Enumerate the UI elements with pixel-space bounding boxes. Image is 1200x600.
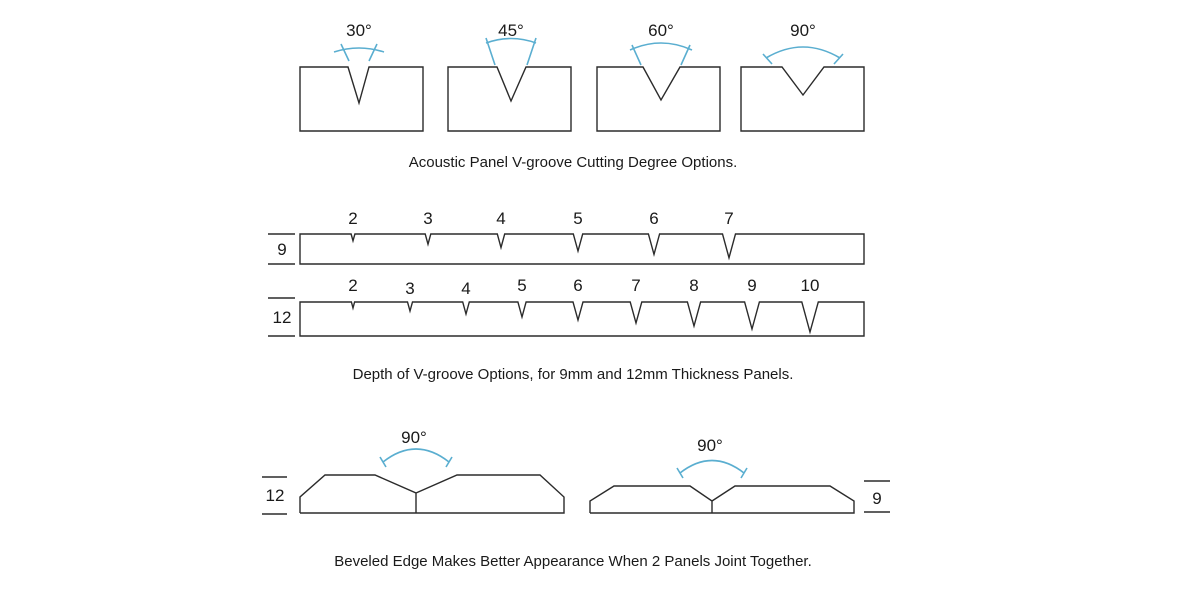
- depth-options-section: 9 12 Depth of V-groove Options, for 9mm …: [268, 209, 865, 383]
- bevel-joint-12: 90° 12: [262, 428, 565, 515]
- grooved-panel-12mm: [299, 301, 865, 337]
- groove-depth-label: 4: [496, 209, 505, 228]
- angle-options-caption: Acoustic Panel V-groove Cutting Degree O…: [409, 154, 738, 171]
- angle-label: 45°: [498, 21, 524, 40]
- angle-label: 60°: [648, 21, 674, 40]
- thickness-label-12: 12: [273, 308, 292, 327]
- thickness-marker-12: [268, 297, 295, 337]
- bevel-angle-label: 90°: [401, 428, 427, 447]
- groove-depth-label: 3: [405, 279, 414, 298]
- angle-panel-30: 30°: [299, 21, 424, 132]
- thickness-marker-9: [268, 233, 295, 265]
- bevel-edges-section: 90° 12 90° 9 Beveled Edge Makes Better A…: [262, 428, 890, 570]
- grooved-panel-9mm: [299, 233, 865, 265]
- bevel-joint-9: 90° 9: [589, 436, 890, 514]
- groove-depth-label: 8: [689, 276, 698, 295]
- groove-depth-label: 3: [423, 209, 432, 228]
- angle-options-section: 30° 45° 60° 90° Acoustic Panel V-groove …: [299, 21, 865, 171]
- groove-depth-label: 6: [649, 209, 658, 228]
- groove-depth-label: 2: [348, 276, 357, 295]
- groove-depth-label: 10: [801, 276, 820, 295]
- bevel-angle-label: 90°: [697, 436, 723, 455]
- groove-depth-label: 5: [573, 209, 582, 228]
- angle-label: 90°: [790, 21, 816, 40]
- groove-depth-label: 6: [573, 276, 582, 295]
- bevel-thickness-label: 12: [266, 486, 285, 505]
- thickness-label-9: 9: [277, 240, 286, 259]
- angle-panel-90: 90°: [740, 21, 865, 132]
- bevel-edges-caption: Beveled Edge Makes Better Appearance Whe…: [334, 553, 812, 570]
- angle-panel-60: 60°: [596, 21, 721, 132]
- groove-depth-label: 7: [724, 209, 733, 228]
- groove-depth-label: 4: [461, 279, 470, 298]
- groove-depth-label: 5: [517, 276, 526, 295]
- depth-options-caption: Depth of V-groove Options, for 9mm and 1…: [353, 366, 794, 383]
- groove-depth-label: 7: [631, 276, 640, 295]
- groove-depth-label: 9: [747, 276, 756, 295]
- angle-panel-45: 45°: [447, 21, 572, 132]
- groove-depth-label: 2: [348, 209, 357, 228]
- angle-label: 30°: [346, 21, 372, 40]
- bevel-thickness-label: 9: [872, 489, 881, 508]
